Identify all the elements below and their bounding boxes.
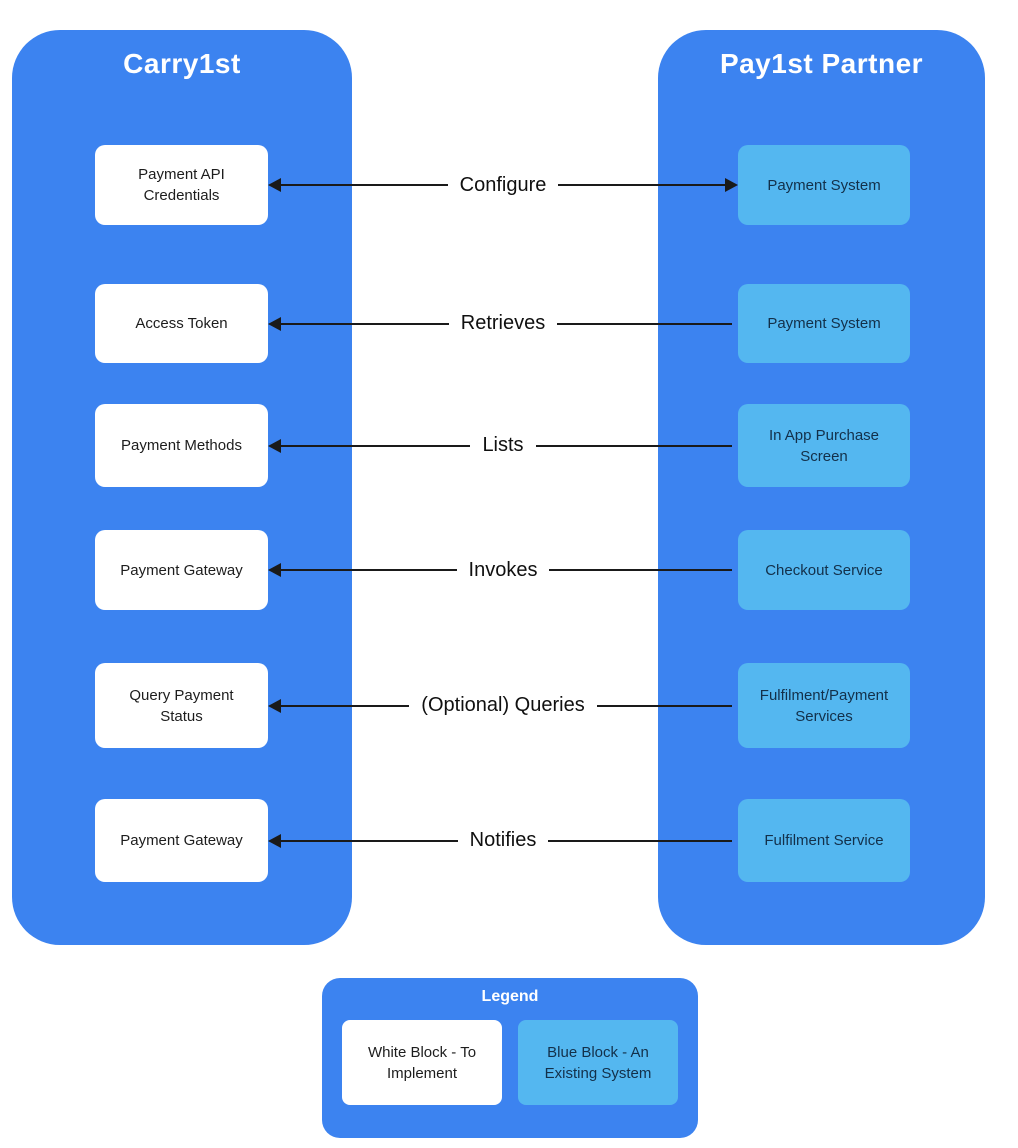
legend-item-blue-block: Blue Block - An Existing System [518, 1020, 678, 1105]
legend: Legend White Block - To Implement Blue B… [322, 978, 698, 1138]
arrow-optional-queries: (Optional) Queries [268, 663, 738, 748]
legend-item-white-block: White Block - To Implement [342, 1020, 502, 1105]
flow-row-lists: Payment Methods Lists In App Purchase Sc… [95, 404, 910, 487]
arrowhead-right-icon [725, 178, 738, 192]
arrowhead-left-icon [268, 833, 281, 848]
node-query-payment-status: Query Payment Status [95, 663, 268, 748]
arrow-notifies: Notifies [268, 799, 738, 882]
legend-items: White Block - To Implement Blue Block - … [342, 1020, 678, 1105]
flow-row-optional-queries: Query Payment Status (Optional) Queries … [95, 663, 910, 748]
flow-row-retrieves: Access Token Retrieves Payment System [95, 284, 910, 363]
arrow-lists: Lists [268, 404, 738, 487]
arrow-invokes: Invokes [268, 530, 738, 610]
arrow-retrieves: Retrieves [268, 284, 738, 363]
node-fulfilment-payment-services: Fulfilment/Payment Services [738, 663, 910, 748]
arrow-configure: Configure [268, 145, 738, 225]
node-access-token: Access Token [95, 284, 268, 363]
node-payment-methods: Payment Methods [95, 404, 268, 487]
arrowhead-left-icon [268, 698, 281, 713]
flow-row-invokes: Payment Gateway Invokes Checkout Service [95, 530, 910, 610]
arrow-label: Configure [447, 173, 559, 197]
carry1st-column-title: Carry1st [123, 48, 241, 79]
arrowhead-left-icon [268, 316, 281, 331]
node-payment-api-credentials: Payment API Credentials [95, 145, 268, 225]
arrow-label: Lists [470, 434, 536, 457]
node-in-app-purchase-screen: In App Purchase Screen [738, 404, 910, 487]
arrowhead-left-icon [268, 178, 281, 192]
node-fulfilment-service: Fulfilment Service [738, 799, 910, 882]
arrow-label: Retrieves [448, 312, 558, 335]
arrow-label: Invokes [456, 558, 550, 582]
flow-row-configure: Payment API Credentials Configure Paymen… [95, 145, 910, 225]
arrow-label: Notifies [457, 829, 549, 852]
node-payment-gateway-1: Payment Gateway [95, 530, 268, 610]
arrow-label: (Optional) Queries [409, 694, 597, 717]
pay1st-partner-column-title: Pay1st Partner [719, 48, 924, 79]
arrowhead-left-icon [268, 438, 281, 453]
arrowhead-left-icon [268, 563, 281, 577]
legend-title: Legend [481, 988, 539, 1005]
node-payment-system-2: Payment System [738, 284, 910, 363]
node-payment-gateway-2: Payment Gateway [95, 799, 268, 882]
node-checkout-service: Checkout Service [738, 530, 910, 610]
flow-row-notifies: Payment Gateway Notifies Fulfilment Serv… [95, 799, 910, 882]
node-payment-system-1: Payment System [738, 145, 910, 225]
